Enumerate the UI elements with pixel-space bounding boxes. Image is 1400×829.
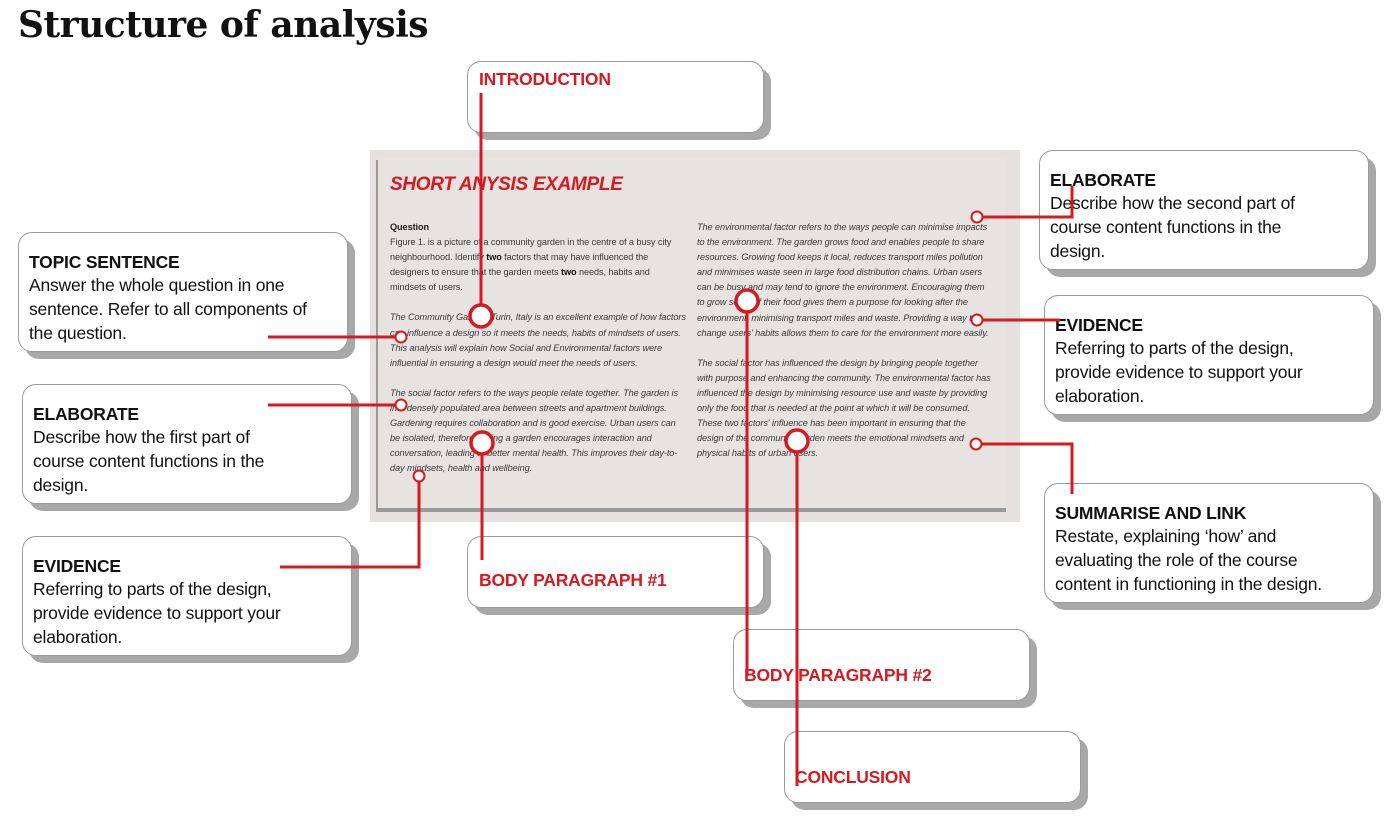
evidence-right-heading: EVIDENCE <box>1055 315 1143 335</box>
page-title: Structure of analysis <box>18 4 429 46</box>
evidence-left-body: Referring to parts of the design, provid… <box>33 579 281 647</box>
introduction-box: INTRODUCTION <box>467 61 764 133</box>
question-bold-2: two <box>560 267 577 278</box>
summarise-link-body: Restate, explaining ‘how’ and evaluating… <box>1055 526 1322 594</box>
elaborate-left-box: ELABORATE Describe how the first part of… <box>22 384 352 504</box>
conclusion-paragraph: The social factor has influenced the des… <box>697 357 991 459</box>
question-bold-1: two <box>486 252 502 263</box>
elaborate-left-body: Describe how the first part of course co… <box>33 427 265 495</box>
evidence-left-heading: EVIDENCE <box>33 556 121 576</box>
intro-paragraph: The Community Garden, Turin, Italy is an… <box>390 312 686 368</box>
evidence-left-box: EVIDENCE Referring to parts of the desig… <box>22 536 352 656</box>
body-paragraph-2-label: BODY PARAGRAPH #2 <box>744 665 932 685</box>
topic-sentence-body: Answer the whole question in one sentenc… <box>29 275 307 343</box>
body-paragraph-1-label: BODY PARAGRAPH #1 <box>479 570 667 590</box>
question-text-2: factors that may have influenced the des… <box>390 252 649 278</box>
body-paragraph-2-box: BODY PARAGRAPH #2 <box>733 629 1030 701</box>
body2-paragraph: The environmental factor refers to the w… <box>697 222 989 338</box>
conclusion-box: CONCLUSION <box>784 731 1081 803</box>
conclusion-label: CONCLUSION <box>795 767 911 787</box>
question-text-1: Figure 1. is a picture of a community ga… <box>390 237 672 263</box>
elaborate-right-heading: ELABORATE <box>1050 170 1156 190</box>
example-document: SHORT ANYSIS EXAMPLE Question Figure 1. … <box>378 158 1006 508</box>
body-paragraph-1-box: BODY PARAGRAPH #1 <box>467 536 764 608</box>
evidence-right-body: Referring to parts of the design, provid… <box>1055 338 1303 406</box>
example-title: SHORT ANYSIS EXAMPLE <box>390 174 623 195</box>
elaborate-right-body: Describe how the second part of course c… <box>1050 193 1295 261</box>
elaborate-right-box: ELABORATE Describe how the second part o… <box>1039 150 1369 270</box>
elaborate-left-heading: ELABORATE <box>33 404 139 424</box>
summarise-link-heading: SUMMARISE AND LINK <box>1055 503 1247 523</box>
example-left-column: Question Figure 1. is a picture of a com… <box>390 220 687 491</box>
question-heading: Question <box>390 222 430 232</box>
evidence-right-box: EVIDENCE Referring to parts of the desig… <box>1044 295 1374 415</box>
question-text-3: needs, habits and mindsets of users. <box>390 267 650 293</box>
body1-paragraph: The social factor refers to the ways peo… <box>390 387 678 474</box>
topic-sentence-box: TOPIC SENTENCE Answer the whole question… <box>18 232 348 352</box>
introduction-label: INTRODUCTION <box>479 69 611 89</box>
example-right-column: The environmental factor refers to the w… <box>697 220 994 491</box>
summarise-link-box: SUMMARISE AND LINK Restate, explaining ‘… <box>1044 483 1374 603</box>
topic-sentence-heading: TOPIC SENTENCE <box>29 252 180 272</box>
question-block: Question Figure 1. is a picture of a com… <box>390 220 687 295</box>
example-columns: Question Figure 1. is a picture of a com… <box>390 220 994 491</box>
